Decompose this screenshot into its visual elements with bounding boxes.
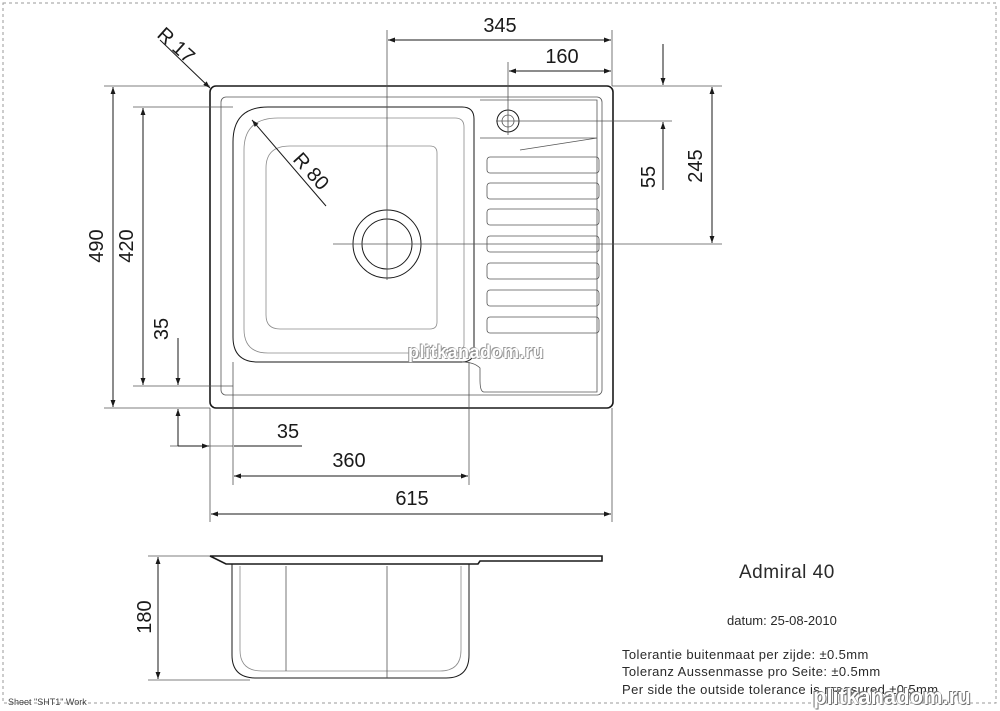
tolerance-de: Toleranz Aussenmasse pro Seite: ±0.5mm xyxy=(622,664,881,679)
sink-side-view xyxy=(209,555,603,679)
dim-180: 180 xyxy=(134,600,156,633)
sheet-label: Sheet "SHT1" Work xyxy=(8,697,87,707)
dim-r17: R 17 xyxy=(153,23,199,68)
sink-outer-rim xyxy=(209,85,614,409)
dim-420: 420 xyxy=(116,229,138,262)
bowl-outline xyxy=(232,106,475,363)
bowl-floor xyxy=(265,145,438,330)
dim-490: 490 xyxy=(86,229,108,262)
dim-55: 55 xyxy=(638,166,660,188)
sink-top-view xyxy=(209,30,722,409)
bowl-inner-outline xyxy=(243,117,465,354)
tolerance-nl: Tolerantie buitenmaat per zijde: ±0.5mm xyxy=(622,647,869,662)
product-title: Admiral 40 xyxy=(739,562,835,583)
side-bowl-inner xyxy=(239,566,462,672)
side-rim xyxy=(209,555,603,565)
dim-leader-r80 xyxy=(251,119,327,207)
tolerance-en: Per side the outside tolerance is measur… xyxy=(622,682,939,697)
drawing-date: datum: 25-08-2010 xyxy=(727,613,837,628)
side-bowl xyxy=(231,564,470,679)
dim-35-bottom: 35 xyxy=(277,421,299,443)
drainer-grooves xyxy=(486,156,600,334)
dimension-lines xyxy=(104,30,722,681)
dimension-labels: 345 160 615 360 35 490 420 35 55 245 R 1… xyxy=(86,15,707,634)
drainer-step xyxy=(480,137,598,151)
dim-r80: R 80 xyxy=(288,149,333,195)
dim-160: 160 xyxy=(545,46,578,68)
dim-615: 615 xyxy=(395,488,428,510)
dim-245: 245 xyxy=(685,149,707,182)
sink-inner-rim xyxy=(220,96,603,396)
dim-345: 345 xyxy=(483,15,516,37)
dim-35-left: 35 xyxy=(151,318,173,340)
watermark-corner: plitkanadom.ru xyxy=(813,684,971,709)
dim-leader-r17 xyxy=(159,39,211,89)
drainer-outline xyxy=(461,99,598,393)
watermark: plitkanadom.ru xyxy=(408,342,545,362)
dim-360: 360 xyxy=(332,450,365,472)
